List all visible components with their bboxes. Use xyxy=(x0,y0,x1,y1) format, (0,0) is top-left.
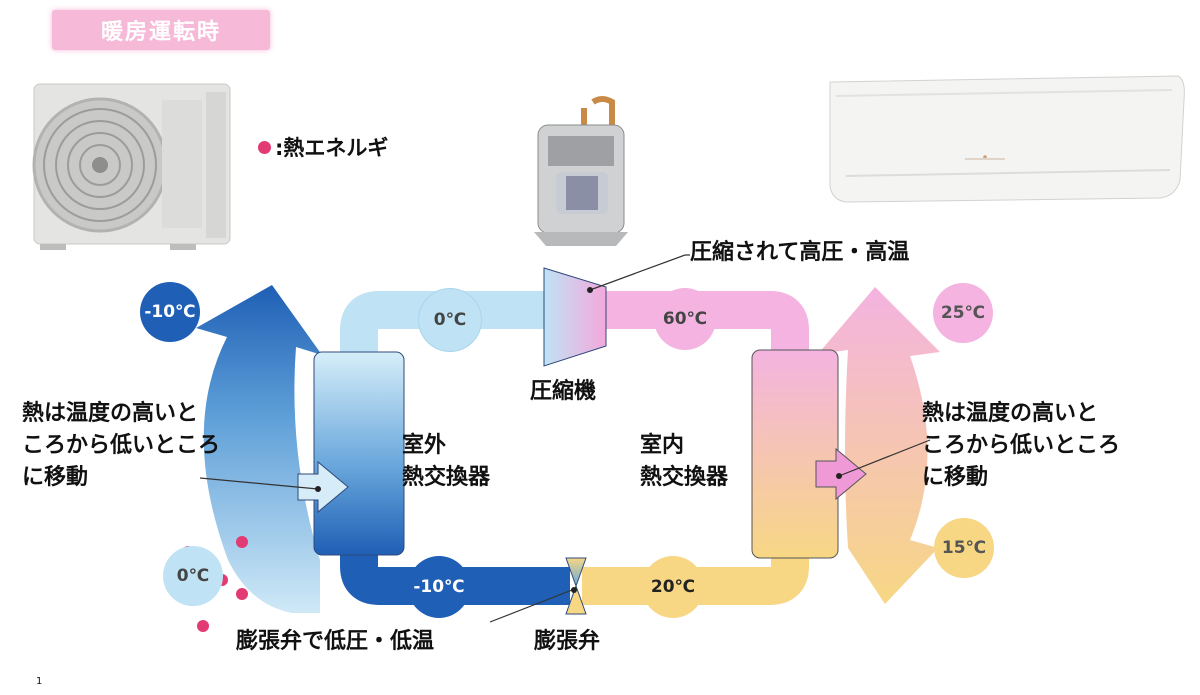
compressor-label: 圧縮機 xyxy=(530,379,597,404)
indoor-heat-exchanger-label: 室内 熱交換器 xyxy=(640,430,728,494)
compressor-symbol xyxy=(543,267,607,367)
indoor-air-out-temp: 25℃ xyxy=(933,283,993,343)
compressed-high-pressure-label: 圧縮されて高圧・高温 xyxy=(690,240,910,265)
compressor-image xyxy=(534,96,628,246)
expansion-valve-symbol xyxy=(565,557,587,615)
outdoor-unit-image xyxy=(32,83,231,250)
heat-flow-right-line-1: 熱は温度の高いと xyxy=(922,401,1099,426)
indoor-air-in-temp: 15℃ xyxy=(934,518,994,578)
outdoor-air-flow-arrow xyxy=(196,285,322,613)
heat-dot-icon xyxy=(258,140,271,154)
pipe-bottom-left xyxy=(340,540,570,605)
heat-flow-note-right: 熱は温度の高いと ころから低いところ に移動 xyxy=(922,398,1120,494)
outdoor-heat-exchanger-label: 室外 熱交換器 xyxy=(402,430,490,494)
outdoor-heat-arrow xyxy=(297,460,349,514)
pipe-top-right-temp: 60℃ xyxy=(654,288,716,350)
indoor-air-flow-arrow xyxy=(818,287,940,604)
pipe-top-left xyxy=(340,291,545,360)
heat-flow-right-line-2: ころから低いところ xyxy=(922,433,1121,458)
pipe-top-right xyxy=(606,291,809,360)
outdoor-hx-label-line-2: 熱交換器 xyxy=(402,465,491,490)
indoor-unit-image xyxy=(829,75,1185,203)
pipe-bottom-left-temp: -10℃ xyxy=(408,556,470,618)
heat-energy-legend: :熱エネルギ xyxy=(258,132,388,162)
expansion-low-pressure-label: 膨張弁で低圧・低温 xyxy=(236,629,435,654)
outdoor-air-in-temp: 0℃ xyxy=(163,546,223,606)
page-number: 1 xyxy=(36,676,43,687)
heat-flow-note-left: 熱は温度の高いと ころから低いところ に移動 xyxy=(22,398,220,494)
indoor-heat-exchanger xyxy=(751,349,839,559)
pipe-bottom-right-temp: 20℃ xyxy=(642,556,704,618)
outdoor-heat-exchanger xyxy=(313,351,405,556)
leader-dots xyxy=(315,287,842,593)
pipe-bottom-right xyxy=(582,540,809,605)
indoor-hx-label-line-2: 熱交換器 xyxy=(640,465,729,490)
heat-flow-left-line-1: 熱は温度の高いと xyxy=(22,401,199,426)
outdoor-air-out-temp: -10℃ xyxy=(140,282,200,342)
leader-lines xyxy=(199,254,931,623)
heat-flow-left-line-3: に移動 xyxy=(22,465,89,490)
expansion-valve-label: 膨張弁 xyxy=(534,629,601,654)
pipe-top-left-temp: 0℃ xyxy=(418,288,482,352)
heat-flow-left-line-2: ころから低いところ xyxy=(22,433,221,458)
heat-flow-right-line-3: に移動 xyxy=(922,465,989,490)
outdoor-hx-label-line-1: 室外 xyxy=(402,433,447,458)
heating-mode-title: 暖房運転時 xyxy=(52,10,270,50)
legend-label: :熱エネルギ xyxy=(275,136,389,160)
indoor-hx-label-line-1: 室内 xyxy=(640,433,685,458)
